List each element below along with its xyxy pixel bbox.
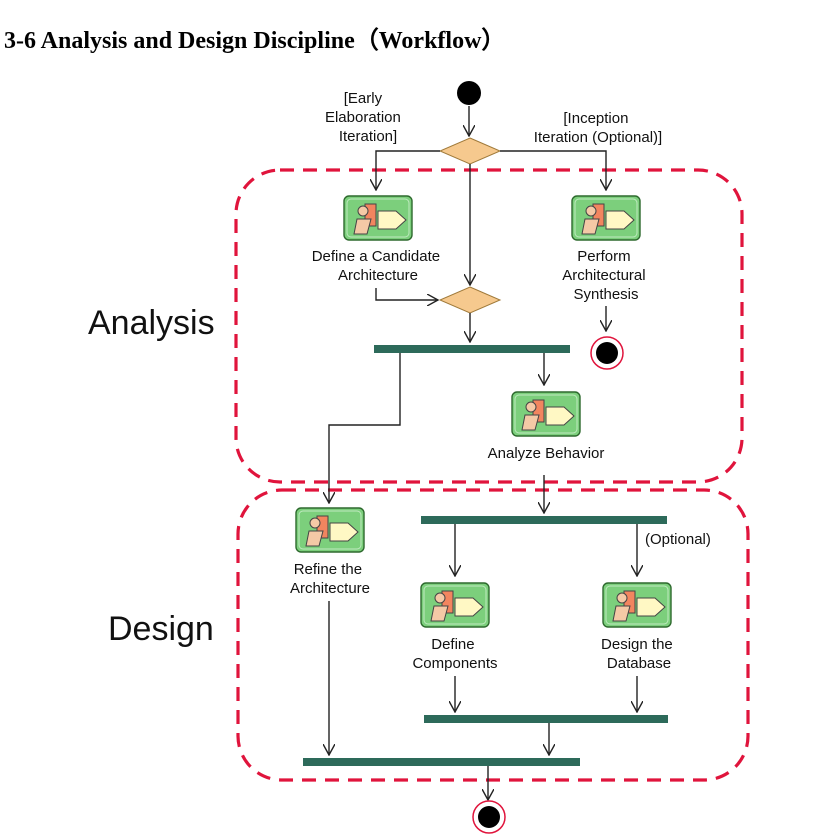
workflow-detail-icon — [420, 582, 490, 628]
activity-analyze-behavior[interactable]: Analyze Behavior — [488, 391, 605, 462]
svg-text:Refine the Architecture: Refine the Architecture — [290, 561, 370, 597]
svg-text:Analyze Behavior: Analyze Behavior — [488, 445, 605, 462]
page-title: 3-6 Analysis and Design Discipline（Workf… — [4, 28, 506, 54]
activity-perform-architectural-synthesis[interactable]: Perform Architectural Synthesis — [562, 195, 650, 303]
merge-node — [438, 286, 502, 314]
join-bar-design — [424, 715, 668, 723]
activity-design-the-database[interactable]: Design the Database — [601, 582, 677, 672]
join-bar-final — [303, 758, 580, 766]
initial-node — [457, 81, 481, 105]
workflow-detail-icon — [295, 507, 365, 553]
analysis-region — [234, 168, 744, 484]
svg-text:Define a Candidate Archi: Define a Candidate Architecture — [312, 248, 445, 284]
fork-bar-analysis — [374, 345, 570, 353]
final-node-analysis — [590, 336, 624, 370]
workflow-detail-icon — [343, 195, 413, 241]
analysis-label: Analysis — [88, 304, 215, 342]
design-label: Design — [108, 610, 214, 648]
guard-inception-optional: [Inception Iteration (Optional)] — [534, 110, 662, 146]
activity-define-candidate-architecture[interactable]: Define a Candidate Architecture — [312, 195, 445, 284]
svg-text:Define Components: Define Components — [412, 636, 497, 672]
activity-refine-the-architecture[interactable]: Refine the Architecture — [290, 507, 370, 597]
svg-text:Design the Database: Design the Database — [601, 636, 677, 672]
svg-text:Perform Architectural: Perform Architectural Synthesis — [562, 248, 650, 303]
fork-bar-design — [421, 516, 667, 524]
decision-node-top — [438, 137, 502, 165]
activity-define-components[interactable]: Define Components — [412, 582, 498, 672]
design-region — [236, 488, 750, 782]
guard-optional: (Optional) — [645, 531, 711, 548]
workflow-detail-icon — [571, 195, 641, 241]
final-node — [472, 800, 506, 834]
guard-early-elaboration: [Early Elaboration Iteration] — [325, 90, 405, 145]
workflow-detail-icon — [511, 391, 581, 437]
workflow-detail-icon — [602, 582, 672, 628]
